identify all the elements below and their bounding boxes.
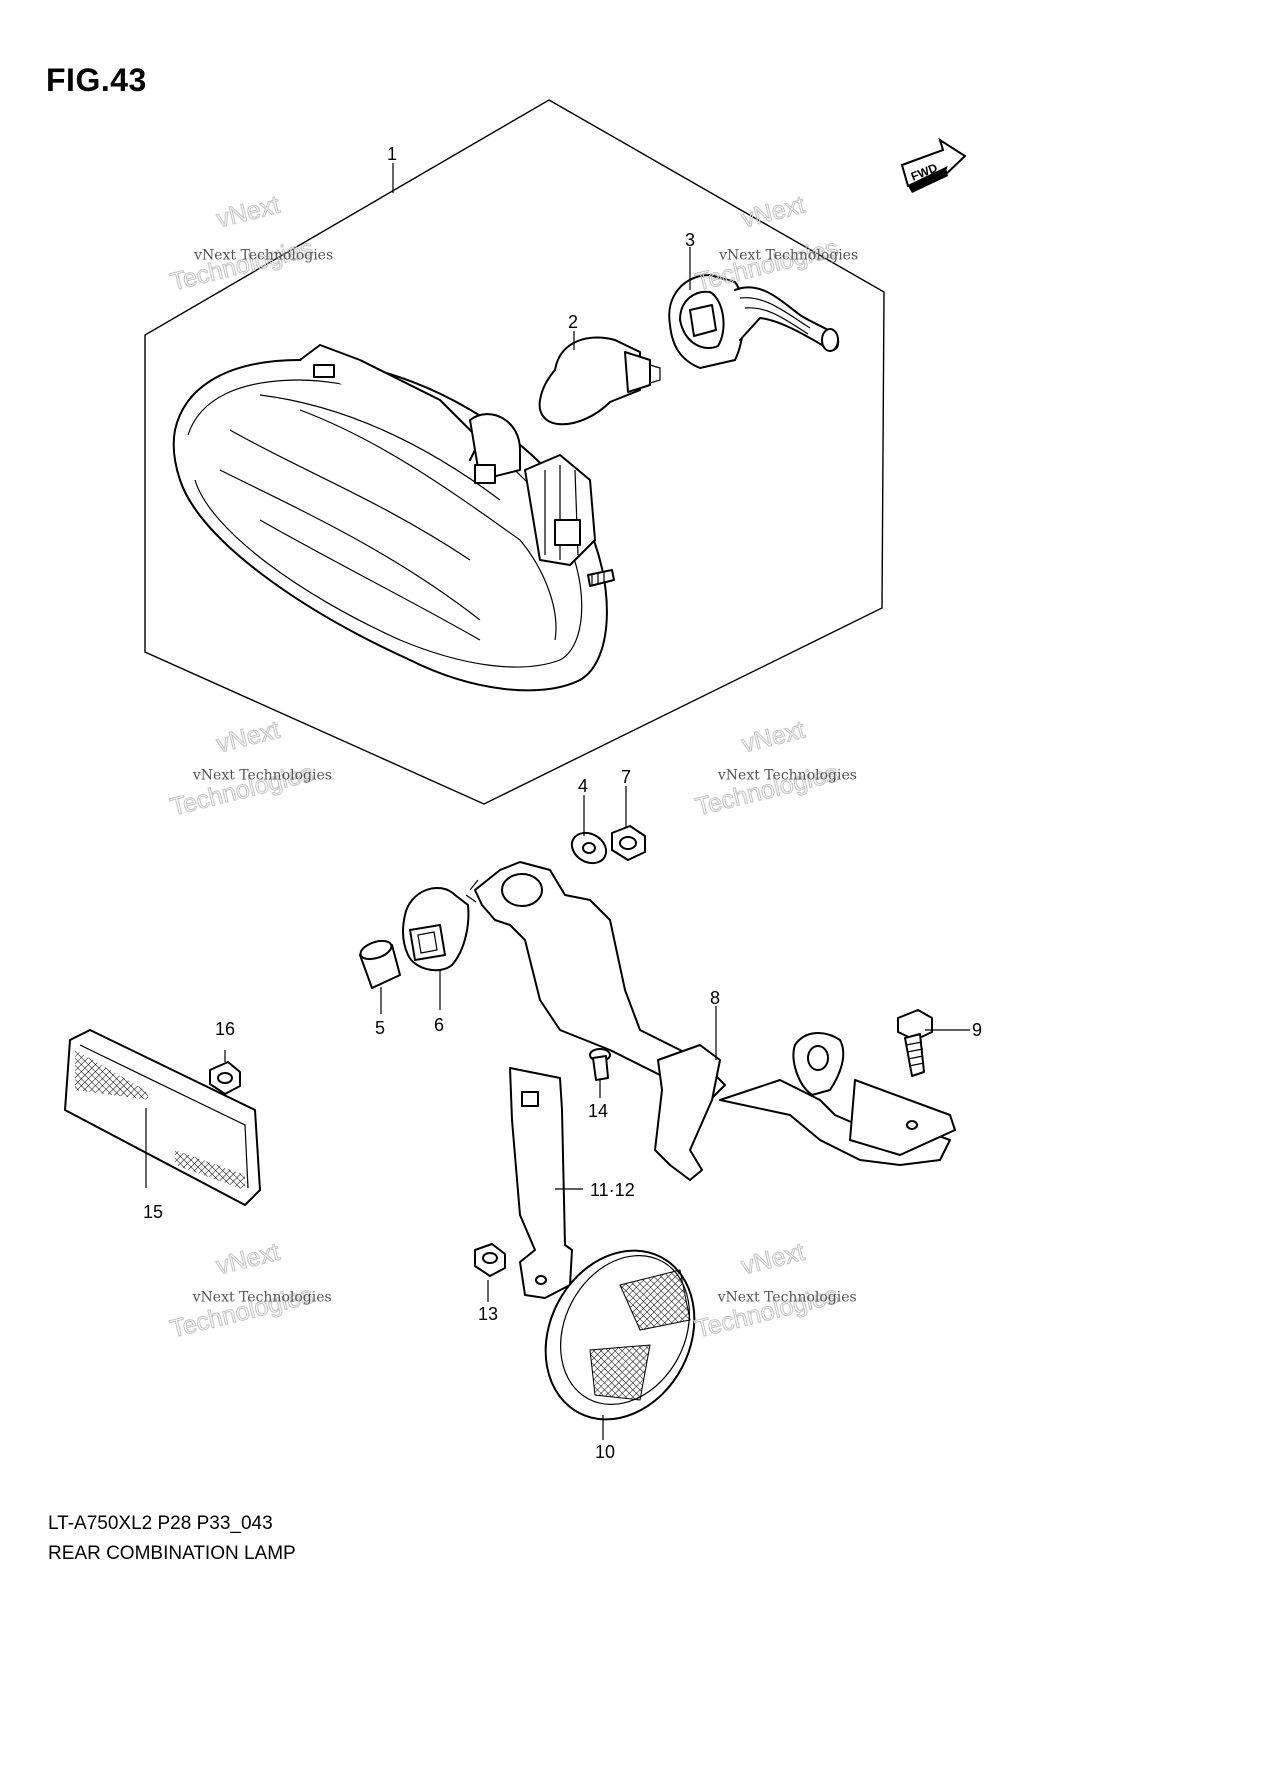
callout-8: 8	[710, 988, 720, 1008]
screw	[589, 1048, 611, 1081]
reflector-bracket	[509, 1067, 573, 1299]
figure-name: REAR COMBINATION LAMP	[48, 1543, 296, 1564]
socket-with-harness	[668, 274, 840, 369]
svg-text:vNext Technologies: vNext Technologies	[717, 1290, 857, 1306]
bolt	[897, 1009, 933, 1077]
svg-text:vNext Technologies: vNext Technologies	[192, 1290, 332, 1306]
figure-title: FIG.43	[46, 62, 147, 98]
reflector-nut	[209, 1061, 241, 1095]
grommet	[402, 886, 470, 972]
tail-lamp-housing	[172, 344, 615, 692]
svg-text:Technologies: Technologies	[693, 234, 841, 296]
nut	[611, 825, 646, 861]
bulb	[538, 336, 661, 426]
callout-13: 13	[478, 1304, 498, 1324]
watermark-top-left: vNext Technologies vNext Technologies	[167, 190, 333, 297]
callout-4: 4	[578, 776, 588, 796]
svg-text:vNext: vNext	[214, 716, 283, 759]
callout-14: 14	[588, 1101, 608, 1121]
leader-lines	[145, 163, 970, 1440]
washer	[570, 831, 608, 865]
svg-text:vNext: vNext	[739, 1238, 808, 1281]
lamp-bracket	[465, 861, 956, 1181]
watermark-top-right: vNext Technologies vNext Technologies	[692, 190, 858, 297]
svg-text:vNext Technologies: vNext Technologies	[718, 248, 858, 264]
figure-code: LT-A750XL2 P28 P33_043	[48, 1513, 273, 1534]
callout-9: 9	[972, 1020, 982, 1040]
collar	[359, 939, 401, 989]
flange-nut	[474, 1243, 506, 1277]
svg-text:Technologies: Technologies	[168, 234, 316, 296]
callout-1: 1	[387, 144, 397, 164]
watermark-mid-left: vNext Technologies vNext Technologies	[167, 715, 332, 822]
svg-text:vNext: vNext	[214, 191, 283, 234]
svg-text:vNext Technologies: vNext Technologies	[192, 768, 332, 784]
callout-10: 10	[595, 1442, 615, 1462]
round-reflector	[544, 1249, 696, 1421]
svg-text:vNext: vNext	[739, 191, 808, 234]
svg-text:vNext Technologies: vNext Technologies	[717, 768, 857, 784]
callout-6: 6	[434, 1015, 444, 1035]
callout-16: 16	[215, 1019, 235, 1039]
callout-15: 15	[143, 1202, 163, 1222]
svg-text:vNext: vNext	[739, 716, 808, 759]
watermark-bottom-right: vNext Technologies vNext Technologies	[692, 1237, 857, 1344]
callout-5: 5	[375, 1018, 385, 1038]
callout-7: 7	[621, 767, 631, 787]
watermark-bottom-left: vNext Technologies vNext Technologies	[167, 1237, 332, 1344]
callout-2: 2	[568, 312, 578, 332]
callout-11-12: 11·12	[590, 1180, 635, 1200]
assembly-box	[144, 99, 885, 805]
side-reflector	[64, 1029, 261, 1206]
fwd-arrow-icon: FWD	[900, 137, 967, 193]
svg-text:vNext: vNext	[214, 1238, 283, 1281]
watermark-mid-right: vNext Technologies vNext Technologies	[692, 715, 857, 822]
callout-3: 3	[685, 230, 695, 250]
svg-text:vNext Technologies: vNext Technologies	[193, 248, 333, 264]
